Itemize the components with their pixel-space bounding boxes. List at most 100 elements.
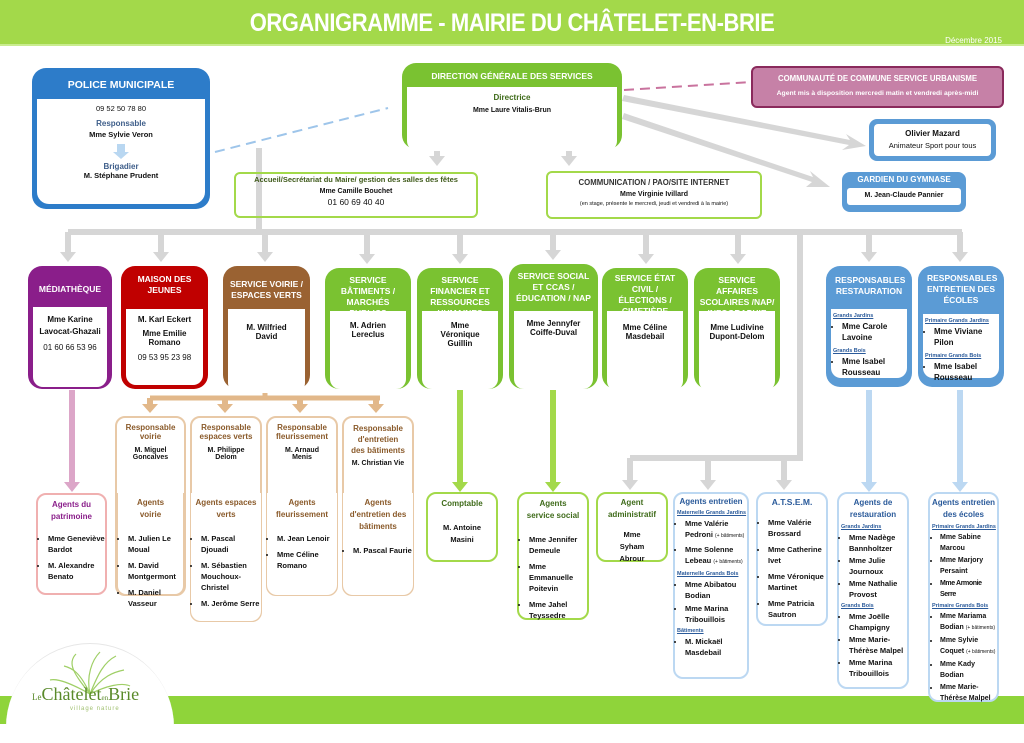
dgs-title: DIRECTION GÉNÉRALE DES SERVICES	[431, 71, 593, 81]
group-label: Primaire Grands Bois	[925, 353, 982, 359]
group-label: Primaire Grands Jardins	[925, 318, 989, 324]
person-name: Mme Solenne Lebeau	[685, 545, 734, 565]
agents-voirie-box: Agents voirie M. Julien Le Moual M. Davi…	[116, 493, 185, 608]
person-item: Mme Solenne Lebeau (+ bâtiments)	[685, 544, 747, 568]
agents-title: Agents service social	[526, 499, 580, 520]
dgs-role: Directrice	[493, 93, 531, 102]
service-title: SERVICE VOIRIE / ESPACES VERTS	[229, 279, 304, 300]
service-financier-rh: SERVICE FINANCIER ET RESSOURCES HUMAINES…	[417, 268, 503, 389]
communication-title: COMMUNICATION / PAO/SITE INTERNET	[578, 178, 730, 187]
person-item: Mme Céline Romano	[277, 549, 337, 571]
person-item: Mme Mariama Bodian (+ bâtiments)	[940, 611, 997, 634]
group-label: Primaire Grands Bois	[932, 603, 989, 609]
service-person: Mme Véronique Guillin	[440, 321, 480, 348]
service-title: RESPONSABLES RESTAURATION	[835, 275, 906, 296]
person-item: Mme Julie Journoux	[849, 555, 907, 577]
agents-restauration-box: Agents de restauration Grands Jardins Mm…	[837, 492, 909, 689]
person-item: Mme Sabine Marcou	[940, 532, 997, 554]
logo-tagline: village nature	[70, 706, 120, 712]
person-item: M. Mickaël Masdebail	[685, 636, 747, 658]
service-person: Mme Ludivine Dupont-Delom	[709, 323, 765, 341]
person-item: Mme Marie-Thérèse Malpel	[849, 634, 907, 656]
person-item: Mme Valérie Brossard	[768, 517, 826, 539]
communication-note: (en stage, présente le mercredi, jeudi e…	[579, 201, 729, 207]
urbanisme-box: COMMUNAUTÉ DE COMMUNE SERVICE URBANISME …	[751, 66, 1004, 108]
resp-name: M. Arnaud Menis	[285, 447, 319, 461]
service-title: SERVICE AFFAIRES SCOLAIRES /NAP/ INFOGRA…	[699, 275, 775, 318]
group-label: Grands Bois	[833, 348, 866, 354]
person-item: Mme Abibatou Bodian	[685, 579, 747, 601]
person-item: Mme Joëlle Champigny	[849, 611, 907, 633]
agents-title: Agents de restauration	[849, 498, 897, 519]
police-phone: 09 52 50 78 80	[95, 104, 147, 113]
police-brigadier-name: M. Stéphane Prudent	[83, 171, 159, 180]
service-person: M. Karl Eckert	[137, 315, 192, 324]
person-item: Mme Catherine Ivet	[768, 544, 826, 566]
person-item: M. Jerôme Serre	[201, 598, 261, 609]
group-label: Primaire Grands Jardins	[932, 524, 996, 530]
animateur-sport-box: Olivier Mazard Animateur Sport pour tous	[869, 119, 996, 161]
agents-entretien-batiments-box: Agents d'entretien des bâtiments M. Pasc…	[343, 493, 413, 595]
person-item: Mme Geneviève Bardot	[48, 533, 105, 555]
person-item: Mme Valérie Pedroni (+ bâtiments)	[685, 518, 747, 542]
agents-title: Agents du patrimoine	[51, 500, 92, 521]
group-label: Grands Bois	[841, 603, 874, 609]
logo: LeChâteletenBrie village nature	[6, 643, 174, 743]
agents-title: Comptable	[441, 499, 483, 508]
group-label: Bâtiments	[677, 628, 704, 634]
logo-plant-icon	[49, 651, 131, 695]
agents-title: Agent administratif	[607, 498, 656, 519]
comptable-box: Comptable M. Antoine Masini	[426, 492, 498, 562]
person-item: Mme Kady Bodian	[940, 659, 997, 681]
service-phone: 01 60 66 53 96	[43, 343, 97, 352]
service-person: Mme Céline Masdebail	[622, 323, 668, 341]
person-name: Mme Syham Abrour	[619, 530, 645, 563]
accueil-secretariat-box: Accueil/Secrétariat du Maire/ gestion de…	[234, 172, 478, 218]
agent-administratif-box: Agent administratif Mme Syham Abrour	[596, 492, 668, 563]
person-item: Mme Marie-Thérèse Malpel	[940, 682, 997, 704]
service-title: MÉDIATHÈQUE	[38, 284, 102, 294]
page-title: ORGANIGRAMME - MAIRIE DU CHÂTELET-EN-BRI…	[249, 9, 775, 37]
resp-title: Responsable d'entretien des bâtiments	[351, 424, 405, 455]
dgs-name: Mme Laure Vitalis-Brun	[472, 107, 552, 114]
urbanisme-title: COMMUNAUTÉ DE COMMUNE SERVICE URBANISME	[777, 74, 978, 83]
agents-title: Agents d'entretien des bâtiments	[349, 498, 407, 531]
sport-name: Olivier Mazard	[905, 129, 960, 138]
service-person: M. Wilfried David	[246, 323, 287, 341]
agents-title: A.T.S.E.M.	[771, 497, 813, 507]
service-maison-des-jeunes: MAISON DES JEUNES M. Karl Eckert Mme Emi…	[121, 266, 208, 389]
person-item: M. Julien Le Moual	[128, 533, 183, 555]
person-item: Mme Marina Tribouillois	[685, 603, 747, 625]
resp-title: Responsable voirie	[125, 423, 176, 441]
sport-role: Animateur Sport pour tous	[888, 141, 977, 150]
group-label: Grands Jardins	[841, 524, 882, 530]
service-phone: 09 53 95 23 98	[137, 353, 192, 362]
service-title: MAISON DES JEUNES	[137, 274, 192, 295]
person-item: M. Pascal Djouadi	[201, 533, 261, 555]
police-municipale-box: POLICE MUNICIPALE 09 52 50 78 80 Respons…	[32, 68, 210, 209]
agents-service-social-box: Agents service social Mme Jennifer Demeu…	[517, 492, 589, 620]
resp-name: M. Christian Vie	[351, 460, 405, 467]
person-item: Mme Jennifer Demeule	[529, 534, 587, 556]
person-note: (+ bâtiments)	[713, 559, 743, 565]
service-etat-civil: SERVICE ÉTAT CIVIL / ÉLECTIONS / CIMETIÈ…	[602, 268, 688, 391]
resp-name: M. Philippe Delom	[207, 447, 245, 461]
service-affaires-scolaires: SERVICE AFFAIRES SCOLAIRES /NAP/ INFOGRA…	[694, 268, 780, 391]
person-item: Mme Armonie Serre	[940, 578, 997, 600]
person-item: Mme Sylvie Coquet (+ bâtiments)	[940, 635, 997, 658]
agents-entretien-box: Agents entretien Maternelle Grands Jardi…	[673, 492, 749, 679]
person-item: M. Jean Lenoir	[277, 533, 337, 544]
resp-title: Responsable fleurissement	[275, 423, 329, 441]
gymnase-name: M. Jean-Claude Pannier	[864, 192, 944, 199]
arrow-down-icon	[117, 144, 125, 152]
resp-title: Responsable espaces verts	[199, 423, 253, 441]
person-item: Mme Isabel Rousseau	[842, 356, 907, 378]
communication-box: COMMUNICATION / PAO/SITE INTERNET Mme Vi…	[546, 171, 762, 219]
accueil-name: Mme Camille Bouchet	[319, 188, 393, 195]
header-banner	[0, 0, 1024, 46]
person-note: (+ bâtiments)	[965, 625, 996, 631]
agents-title: Agents entretien des écoles	[931, 498, 996, 519]
date-label: Décembre 2015	[945, 36, 1002, 45]
person-item: Mme Marjory Persaint	[940, 555, 997, 577]
agents-patrimoine-box: Agents du patrimoine Mme Geneviève Bardo…	[36, 493, 107, 595]
